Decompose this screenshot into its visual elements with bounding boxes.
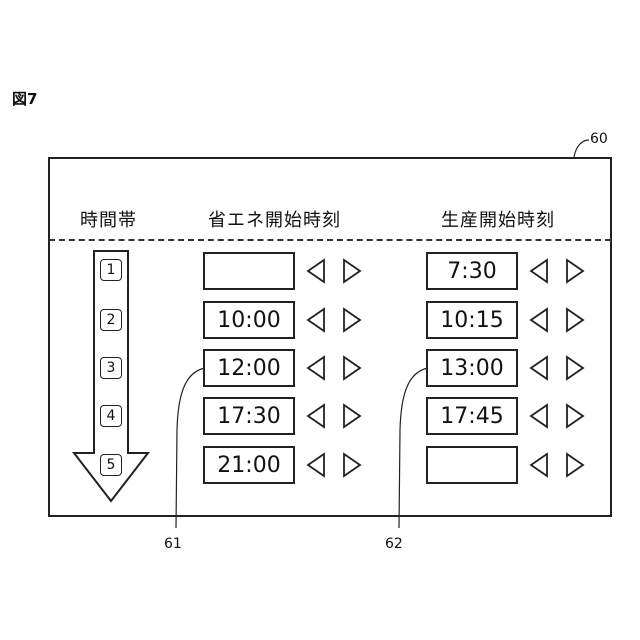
prod-start-time-field[interactable]: 13:00 — [426, 349, 518, 387]
triangle-left-icon[interactable] — [308, 454, 324, 476]
eco-start-time-field[interactable]: 10:00 — [203, 301, 295, 339]
prod-time-adjust — [529, 258, 585, 284]
triangle-right-icon[interactable] — [344, 405, 360, 427]
triangle-right-icon[interactable] — [567, 309, 583, 331]
triangle-left-icon[interactable] — [308, 260, 324, 282]
triangle-right-icon[interactable] — [344, 454, 360, 476]
eco-start-time-field[interactable]: 21:00 — [203, 446, 295, 484]
figure-label: 図7 — [12, 88, 37, 109]
header-prod-start: 生産開始時刻 — [441, 206, 555, 232]
triangle-right-icon[interactable] — [567, 454, 583, 476]
slot-number: 3 — [100, 357, 122, 379]
eco-start-time-field[interactable] — [203, 252, 295, 290]
header-divider — [49, 239, 611, 241]
eco-start-time-field[interactable]: 12:00 — [203, 349, 295, 387]
prod-start-time-field[interactable]: 10:15 — [426, 301, 518, 339]
eco-time-adjust — [306, 452, 362, 478]
reference-numeral-62: 62 — [385, 536, 403, 552]
prod-time-adjust — [529, 452, 585, 478]
triangle-left-icon[interactable] — [531, 357, 547, 379]
triangle-left-icon[interactable] — [531, 454, 547, 476]
reference-numeral-60: 60 — [590, 131, 608, 147]
slot-number: 1 — [100, 259, 122, 281]
triangle-left-icon[interactable] — [531, 405, 547, 427]
triangle-right-icon[interactable] — [567, 357, 583, 379]
eco-time-adjust — [306, 355, 362, 381]
prod-start-time-field[interactable] — [426, 446, 518, 484]
header-eco-start: 省エネ開始時刻 — [208, 206, 341, 232]
prod-start-time-field[interactable]: 17:45 — [426, 397, 518, 435]
triangle-right-icon[interactable] — [344, 357, 360, 379]
slot-number: 5 — [100, 454, 122, 476]
eco-start-time-field[interactable]: 17:30 — [203, 397, 295, 435]
prod-time-adjust — [529, 307, 585, 333]
eco-time-adjust — [306, 258, 362, 284]
triangle-right-icon[interactable] — [567, 405, 583, 427]
slot-number: 4 — [100, 405, 122, 427]
prod-time-adjust — [529, 355, 585, 381]
triangle-left-icon[interactable] — [308, 405, 324, 427]
triangle-right-icon[interactable] — [567, 260, 583, 282]
prod-start-time-field[interactable]: 7:30 — [426, 252, 518, 290]
triangle-left-icon[interactable] — [531, 260, 547, 282]
reference-numeral-61: 61 — [164, 536, 182, 552]
eco-time-adjust — [306, 403, 362, 429]
triangle-right-icon[interactable] — [344, 309, 360, 331]
triangle-left-icon[interactable] — [308, 357, 324, 379]
slot-number: 2 — [100, 309, 122, 331]
leader-line-60 — [574, 140, 589, 157]
eco-time-adjust — [306, 307, 362, 333]
triangle-left-icon[interactable] — [531, 309, 547, 331]
header-time-slot: 時間帯 — [80, 206, 137, 232]
triangle-left-icon[interactable] — [308, 309, 324, 331]
triangle-right-icon[interactable] — [344, 260, 360, 282]
prod-time-adjust — [529, 403, 585, 429]
